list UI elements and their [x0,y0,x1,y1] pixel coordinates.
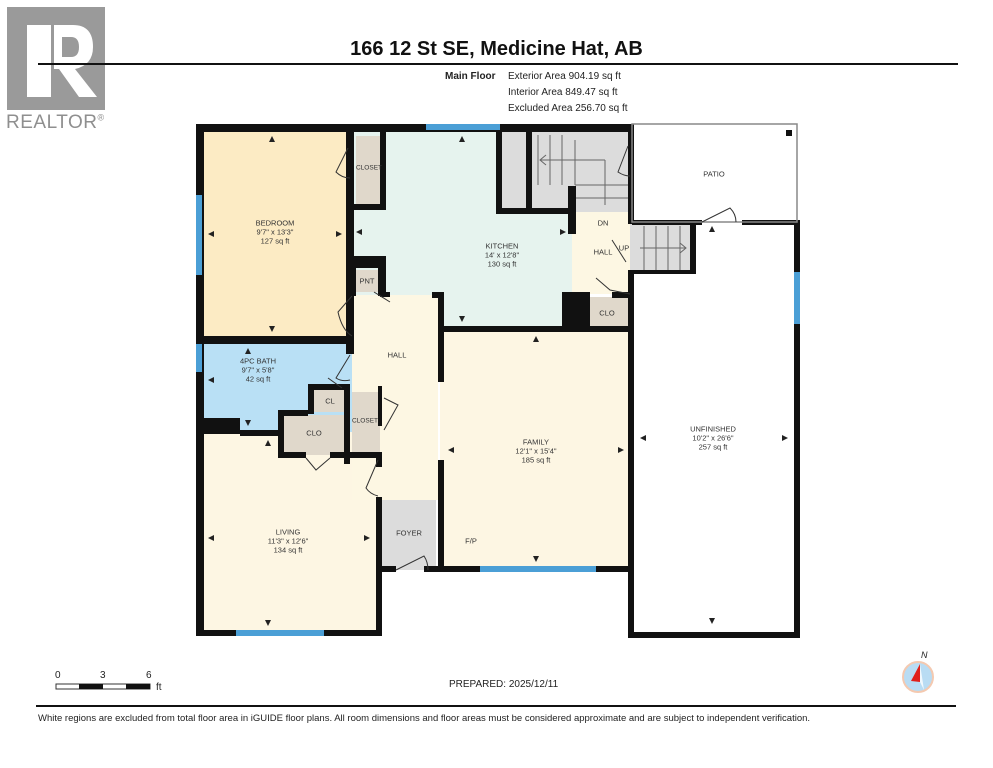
compass-icon [902,661,934,693]
prepared-date: PREPARED: 2025/12/11 [449,679,559,690]
label-living-closet: CLO [306,428,322,438]
exterior-area: Exterior Area 904.19 sq ft [508,71,621,82]
family-area [440,330,630,570]
living-area [200,432,378,632]
label-bedroom-closet: CLOSET [355,164,383,172]
floor-label: Main Floor [445,71,496,82]
bedroom-closet-area [356,136,384,206]
hall-closet-area [352,392,380,452]
scale-tick-3: 3 [100,670,106,681]
label-center-hall: HALL [387,350,407,360]
label-patio: PATIO [703,169,725,179]
label-down: DN [597,218,609,228]
bedroom-area [200,128,350,338]
label-cl: CL [325,396,335,406]
page-title: 166 12 St SE, Medicine Hat, AB [350,38,643,60]
realtor-logo [7,7,105,110]
disclaimer: White regions are excluded from total fl… [38,713,811,724]
compass-north-label: N [921,650,928,660]
label-back-closet: CLO [599,308,615,318]
label-foyer: FOYER [396,528,422,538]
stairs-down-area [500,130,630,212]
scale-tick-0: 0 [55,670,61,681]
scale-tick-6: 6 [146,670,152,681]
label-fireplace: F/P [465,536,477,546]
foyer-area [378,500,436,570]
living-closet-area [282,415,346,455]
realtor-r-icon [27,25,97,97]
cl-area [314,388,346,412]
back-closet-area [586,297,630,329]
header-divider [38,63,958,65]
pantry-area [355,270,379,292]
scale-unit: ft [156,682,162,693]
label-pantry: PNT [359,276,375,286]
label-up: UP [618,243,630,253]
excluded-area: Excluded Area 256.70 sq ft [508,103,628,114]
scale-bar [55,683,151,690]
label-hall-closet: CLOSET [351,417,379,425]
label-back-hall: HALL [593,247,613,257]
interior-area: Interior Area 849.47 sq ft [508,87,618,98]
realtor-wordmark: REALTOR® [6,112,105,133]
stairs-up-area [630,222,696,272]
